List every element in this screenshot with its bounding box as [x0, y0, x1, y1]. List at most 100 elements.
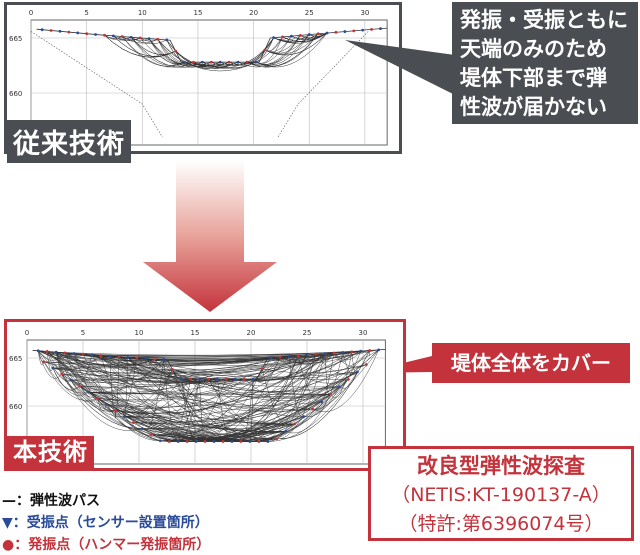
ray-path: [181, 379, 206, 442]
y-tick-label: 665: [9, 355, 22, 363]
source-point: [278, 355, 282, 359]
receiver-point: [201, 60, 204, 64]
source-point: [350, 350, 354, 354]
ray-path: [231, 355, 299, 442]
receiver-point: [284, 429, 288, 433]
ray-path: [151, 353, 326, 436]
source-point: [156, 37, 160, 41]
receiver-point: [233, 377, 237, 381]
source-point: [296, 354, 300, 358]
receiver-point: [305, 353, 309, 357]
ray-path: [65, 352, 281, 364]
x-tick-label: 15: [193, 9, 202, 17]
x-tick-label: 10: [138, 9, 147, 17]
ray-path: [115, 353, 326, 414]
receiver-point: [212, 440, 216, 443]
source-point: [153, 357, 157, 361]
ray-path: [160, 416, 304, 441]
triangle-icon: ▼: [2, 515, 13, 531]
ray-path: [208, 354, 317, 382]
ray-path: [142, 371, 358, 430]
ray-path: [264, 32, 328, 56]
ray-path: [169, 379, 191, 442]
ray-path: [47, 351, 277, 439]
ray-path: [193, 61, 212, 65]
ray-path: [276, 353, 326, 439]
source-point: [224, 377, 228, 381]
ray-path: [226, 356, 281, 384]
source-point: [281, 35, 284, 39]
source-point: [203, 440, 207, 443]
callout-line: 天端のみのため: [460, 37, 607, 61]
ray-path: [139, 37, 158, 42]
receiver-point: [359, 349, 363, 353]
source-point: [314, 352, 318, 356]
source-point: [114, 408, 117, 412]
conventional-callout: 発振・受振ともに 天端のみのため 堤体下部まで弾 性波が届かない: [452, 2, 638, 124]
ray-path: [333, 350, 361, 361]
source-point: [368, 349, 372, 352]
source-point: [103, 33, 106, 37]
ray-path: [157, 39, 230, 68]
source-point: [239, 440, 243, 443]
ray-path: [46, 351, 143, 429]
receiver-point: [51, 366, 55, 370]
ray-path: [258, 401, 322, 442]
receiver-point: [323, 352, 327, 356]
receiver-point: [144, 357, 148, 360]
ray-path: [130, 37, 203, 68]
receiver-point: [218, 60, 222, 64]
ray-path: [97, 398, 116, 412]
receiver-point: [87, 390, 90, 394]
receiver-point: [90, 353, 94, 357]
ray-path: [297, 355, 322, 402]
x-tick-label: 5: [81, 329, 85, 337]
receiver-point: [72, 352, 76, 355]
method-title: 改良型弾性波探査: [417, 454, 585, 478]
receiver-point: [248, 440, 252, 443]
receiver-point: [180, 377, 183, 381]
ray-path: [231, 379, 349, 442]
source-point: [81, 352, 85, 356]
receiver-point: [194, 440, 198, 443]
receiver-point: [287, 354, 291, 358]
receiver-point: [236, 60, 240, 64]
source-point: [257, 440, 261, 443]
ray-path: [82, 354, 358, 378]
ray-path: [208, 379, 277, 439]
source-point: [189, 377, 192, 381]
source-point: [192, 60, 195, 64]
ray-path: [61, 373, 241, 442]
ray-path: [181, 379, 197, 442]
ray-path: [142, 428, 197, 442]
ray-path: [190, 379, 209, 389]
source-point: [49, 29, 53, 32]
ray-path: [240, 349, 379, 442]
y-tick-label: 665: [9, 35, 22, 43]
receiver-point: [40, 28, 44, 32]
ray-path: [104, 34, 123, 39]
ray-path: [70, 351, 352, 381]
ray-path: [118, 356, 340, 392]
y-tick-label: 660: [9, 403, 22, 411]
source-point: [293, 422, 297, 426]
ray-path: [124, 401, 322, 423]
receiver-point: [129, 35, 133, 39]
receiver-point: [272, 36, 276, 40]
ray-path: [312, 349, 379, 413]
source-point: [207, 377, 210, 381]
source-point: [298, 33, 302, 37]
source-point: [135, 356, 139, 360]
conventional-label: 従来技術: [7, 120, 131, 163]
ray-path: [267, 354, 317, 442]
ray-path: [154, 359, 164, 368]
source-point: [171, 368, 175, 371]
ray-path: [187, 349, 379, 442]
receiver-point: [320, 400, 323, 404]
ray-path: [38, 350, 263, 374]
ray-path: [148, 38, 185, 65]
source-point: [85, 32, 89, 36]
receiver-point: [58, 29, 62, 33]
ray-path: [303, 386, 340, 418]
source-point: [67, 30, 71, 34]
